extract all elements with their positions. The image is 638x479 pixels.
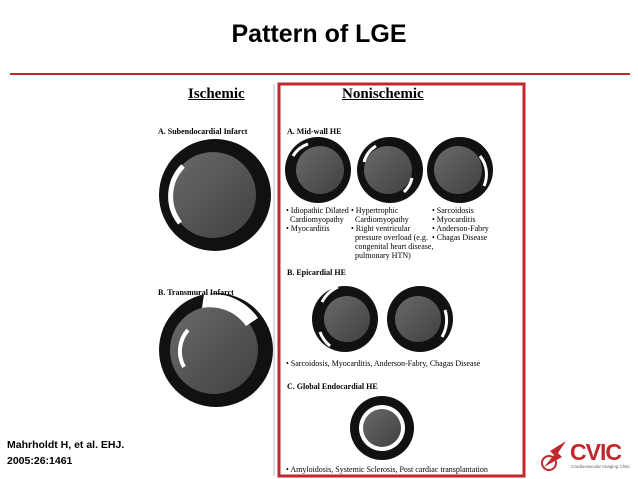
lge-pattern-figure: Ischemic Nonischemic A. Subendocardial I… bbox=[150, 82, 530, 478]
citation: Mahrholdt H, et al. EHJ. 2005:26:1461 bbox=[7, 439, 125, 467]
nonischemic-box bbox=[277, 82, 526, 478]
epicardial-he-label: B. Epicardial HE bbox=[287, 268, 346, 277]
midwall-caption-3: • Sarcoidosis • Myocarditis • Anderson-F… bbox=[432, 206, 489, 242]
global-endocardial-caption: • Amyloidosis, Systemic Sclerosis, Post … bbox=[286, 465, 488, 474]
slide-title: Pattern of LGE bbox=[231, 20, 407, 48]
midwall-caption-1: • Idiopathic Dilated Cardiomyopathy • My… bbox=[286, 206, 349, 233]
transmural-infarct-label: B. Transmural Infarct bbox=[158, 288, 234, 297]
cvic-mark-icon bbox=[541, 441, 566, 471]
subendocardial-infarct-heart bbox=[159, 139, 271, 251]
midwall-he-label: A. Mid-wall HE bbox=[287, 127, 342, 136]
ischemic-header: Ischemic bbox=[188, 86, 245, 102]
epicardial-heart-2 bbox=[387, 286, 453, 352]
figure-graphics bbox=[159, 82, 526, 478]
transmural-infarct-heart bbox=[159, 293, 273, 407]
midwall-heart-2 bbox=[357, 137, 423, 203]
cvic-logo: CVIC Cardiovascular Imaging Clinic bbox=[540, 437, 632, 471]
midwall-heart-3 bbox=[427, 137, 493, 203]
epicardial-heart-1 bbox=[312, 285, 378, 352]
global-endocardial-he-label: C. Global Endocardial HE bbox=[287, 382, 378, 391]
logo-tagline: Cardiovascular Imaging Clinic bbox=[571, 464, 631, 469]
logo-wordmark: CVIC bbox=[570, 439, 622, 465]
midwall-heart-1 bbox=[285, 137, 351, 203]
midwall-caption-2: • Hypertrophic Cardiomyopathy • Right ve… bbox=[351, 206, 434, 260]
title-divider bbox=[10, 73, 630, 75]
global-endocardial-heart bbox=[350, 396, 414, 460]
nonischemic-header: Nonischemic bbox=[342, 86, 424, 102]
epicardial-caption: • Sarcoidosis, Myocarditis, Anderson-Fab… bbox=[286, 359, 481, 368]
subendocardial-infarct-label: A. Subendocardial Infarct bbox=[158, 127, 248, 136]
